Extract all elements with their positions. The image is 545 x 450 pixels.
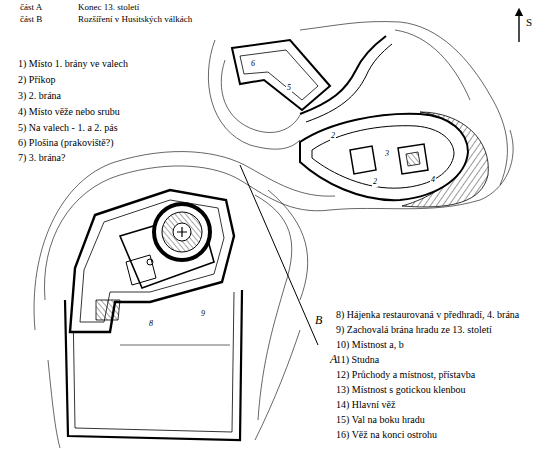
- key-entry: 4) Místo věže nebo srubu: [18, 106, 120, 117]
- callout-number: 4: [430, 176, 436, 185]
- callout-number: 2: [372, 178, 378, 187]
- key-entry: 10) Místnost a, b: [336, 339, 404, 350]
- section-letter: B: [314, 314, 323, 327]
- key-entry: 13) Místnost s gotickou klenbou: [336, 384, 465, 395]
- callout-number: 9: [200, 310, 206, 319]
- callout-number: 8: [148, 320, 154, 329]
- callout-number: 2: [330, 132, 336, 141]
- key-entry: 6) Plošina (prakoviště?): [18, 137, 114, 148]
- key-entry: 15) Val na boku hradu: [336, 414, 425, 425]
- main-castle: [65, 190, 242, 440]
- key-entry: 1) Místo 1. brány ve valech: [18, 58, 128, 69]
- key-entry: 5) Na valech - 1. a 2. pás: [18, 122, 118, 133]
- key-entry: 7) 3. brána?: [18, 152, 65, 163]
- callout-number: 5: [286, 84, 292, 93]
- key-entry: 12) Průchody a místnost, přístavba: [336, 369, 475, 380]
- key-entry: 3) 2. brána: [18, 90, 61, 101]
- period-note: část A: [20, 3, 42, 13]
- north-arrow: [518, 12, 519, 42]
- north-label: S: [526, 16, 532, 28]
- callout-number: 3: [384, 150, 390, 159]
- upper-fortification: [232, 36, 488, 207]
- key-entry: 9) Zachovalá brána hradu ze 13. století: [336, 324, 492, 335]
- contour-lines: [34, 22, 513, 448]
- key-entry: 8) Hájenka restaurovaná v předhradí, 4. …: [336, 309, 519, 320]
- period-note: část B: [20, 15, 42, 25]
- period-note: Konec 13. století: [78, 3, 139, 13]
- callout-number: 6: [250, 60, 256, 69]
- period-note: Rozšíření v Husitských válkách: [78, 15, 192, 25]
- division-line: [240, 165, 318, 345]
- key-entry: 2) Příkop: [18, 74, 56, 85]
- key-entry: 14) Hlavní věž: [336, 399, 395, 410]
- key-entry: 11) Studna: [336, 354, 379, 365]
- key-entry: 16) Věž na konci ostrohu: [336, 429, 437, 440]
